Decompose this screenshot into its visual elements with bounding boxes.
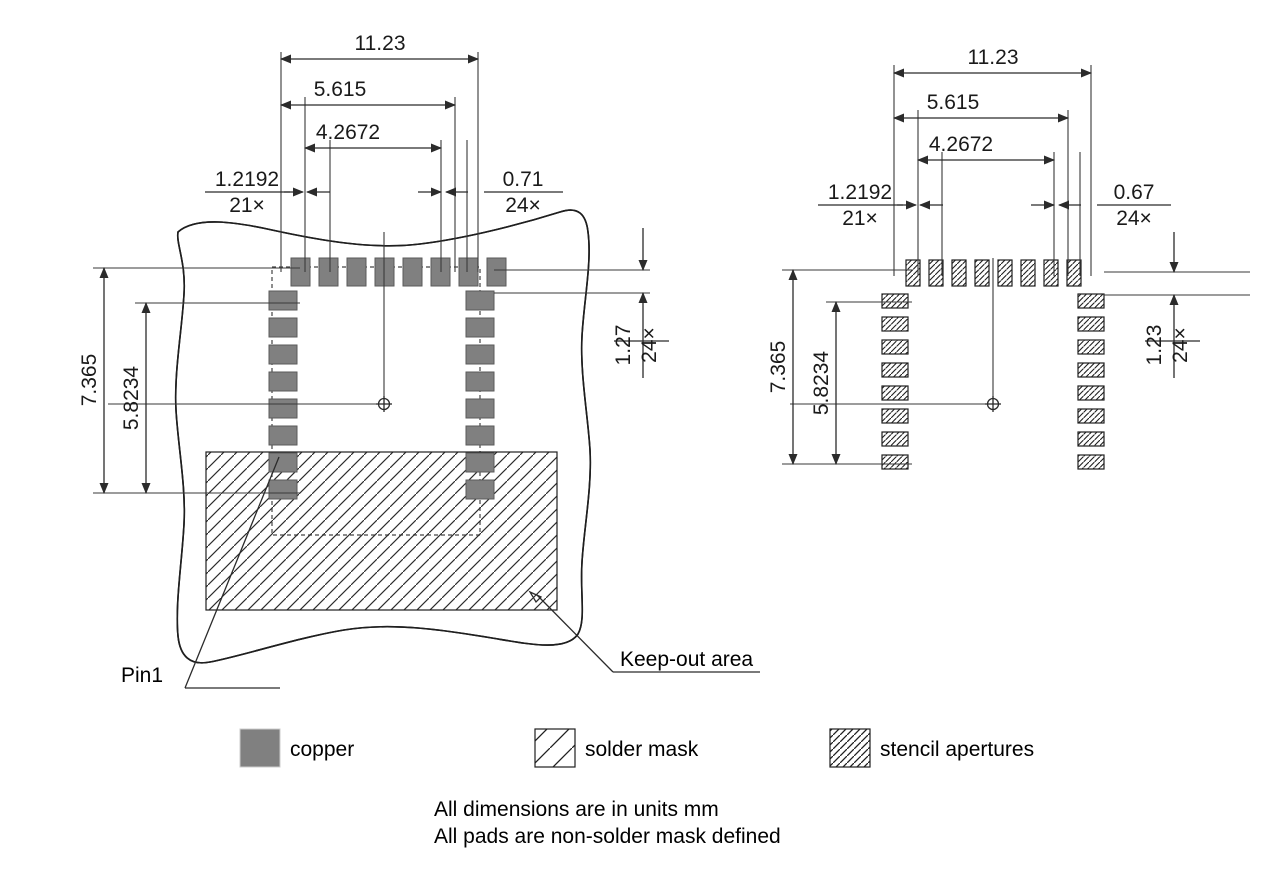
dim-left-pitch-v-value: 1.27 — [612, 325, 635, 366]
keep-out-area-shape — [205, 451, 558, 611]
legend-label-copper: copper — [290, 738, 354, 761]
solder-mask-region — [174, 209, 592, 664]
right-pad-column — [465, 290, 495, 500]
dim-left-half-width: 5.615 — [314, 78, 367, 101]
keepout-label: Keep-out area — [620, 648, 753, 671]
dim-right-aperture-width-value: 0.67 — [1114, 181, 1155, 204]
right-center-datum-icon — [790, 258, 1001, 412]
dim-right-pitch-v-count: 24× — [1169, 327, 1192, 363]
note-line-1: All dimensions are in units mm — [434, 798, 719, 821]
dim-left-pitch-v-count: 24× — [638, 327, 661, 363]
dim-right-pitch-h-value: 1.2192 — [828, 181, 892, 204]
dim-left-pad-width-count: 24× — [505, 194, 541, 217]
dim-right-overall-height: 7.365 — [767, 341, 790, 394]
dim-right-half-width: 5.615 — [927, 91, 980, 114]
left-view-side-dimensions: 7.365 5.8234 — [78, 267, 300, 494]
keepout-callout: Keep-out area — [528, 590, 760, 673]
legend-label-stencil-apertures: stencil apertures — [880, 738, 1034, 761]
right-view-side-dimensions: 7.365 5.8234 — [767, 269, 912, 465]
pin1-callout: Pin1 — [121, 456, 280, 689]
dim-right-inner-height: 5.8234 — [810, 351, 833, 416]
right-view-top-dimensions: 11.23 5.615 4.2672 1.2192 21× 0.67 24× — [818, 46, 1171, 276]
dim-left-pitch-h-value: 1.2192 — [215, 168, 279, 191]
left-view-vertical-pitch-dimension: 1.27 24× — [494, 228, 669, 378]
stencil-left-column — [881, 293, 909, 470]
dim-right-overall-width: 11.23 — [968, 46, 1019, 69]
dim-right-inner-width: 4.2672 — [929, 133, 993, 156]
legend: copper solder mask stencil apertures — [239, 728, 1034, 768]
dim-left-inner-width: 4.2672 — [316, 121, 380, 144]
legend-swatch-copper — [239, 728, 281, 768]
legend-swatch-solder-mask — [534, 728, 576, 768]
stencil-right-column — [1077, 293, 1105, 470]
right-view-group: 11.23 5.615 4.2672 1.2192 21× 0.67 24× — [767, 46, 1250, 470]
note-line-2: All pads are non-solder mask defined — [434, 825, 781, 848]
notes-block: All dimensions are in units mm All pads … — [434, 798, 781, 848]
center-datum-icon — [108, 232, 392, 412]
dim-right-pitch-h-count: 21× — [842, 207, 878, 230]
legend-label-solder-mask: solder mask — [585, 738, 699, 761]
stencil-top-row — [905, 259, 1082, 287]
dim-left-pad-width-value: 0.71 — [503, 168, 544, 191]
dim-left-overall-height: 7.365 — [78, 354, 101, 407]
dim-left-inner-height: 5.8234 — [120, 366, 143, 431]
right-view-vertical-pitch-dimension: 1.23 24× — [1104, 232, 1250, 378]
legend-swatch-stencil-apertures — [829, 728, 871, 768]
dim-left-overall-width: 11.23 — [355, 32, 406, 55]
pin1-label: Pin1 — [121, 664, 163, 687]
left-view-group: 11.23 5.615 4.2672 1.2192 21× 0.71 24× — [78, 32, 760, 689]
dim-right-pitch-v-value: 1.23 — [1143, 325, 1166, 366]
dim-left-pitch-h-count: 21× — [229, 194, 265, 217]
left-view-top-dimensions: 11.23 5.615 4.2672 1.2192 21× 0.71 24× — [205, 32, 563, 272]
dim-right-aperture-width-count: 24× — [1116, 207, 1152, 230]
